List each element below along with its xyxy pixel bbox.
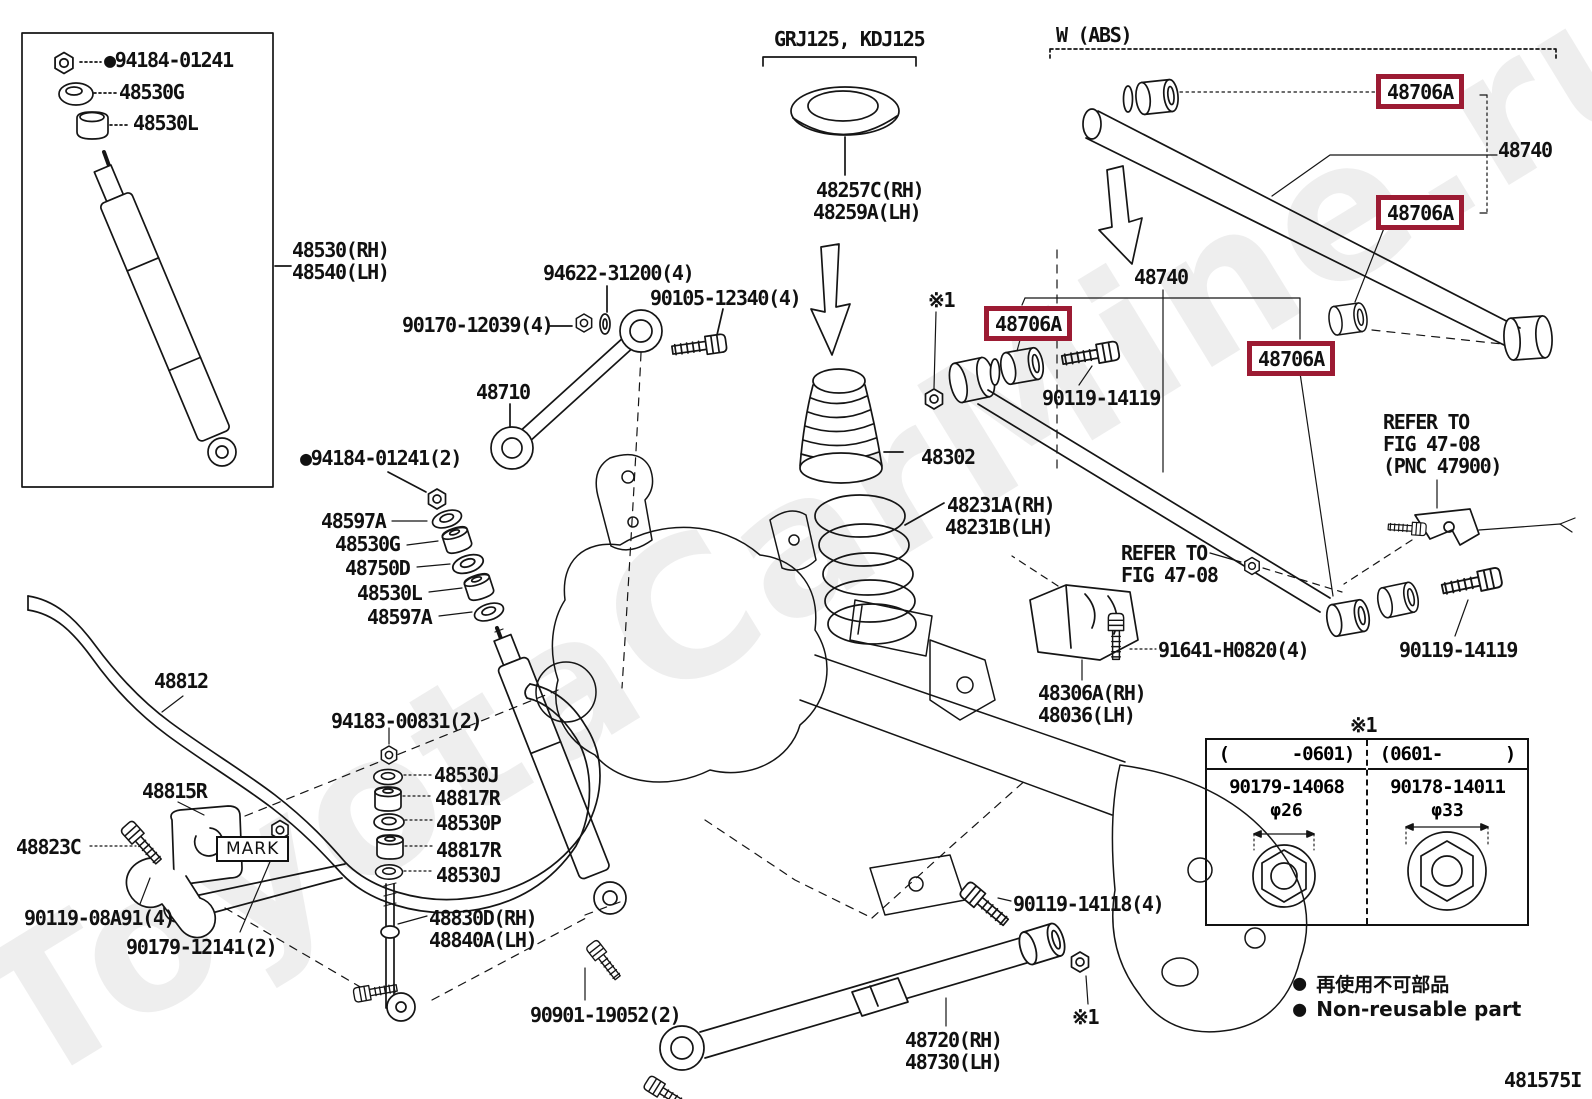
label-48817R-upper: 48817R xyxy=(435,786,501,810)
label-48530L-box: 48530L xyxy=(133,111,199,135)
label-90179-12141: 90179-12141(2) xyxy=(126,935,278,959)
table-part-90179-14068: 90179-14068 xyxy=(1229,776,1345,798)
down-arrow-center xyxy=(810,243,851,356)
label-48730-lh: 48730(LH) xyxy=(905,1050,1003,1074)
label-48817R-lower: 48817R xyxy=(436,838,502,862)
table-dia-26: φ26 xyxy=(1270,800,1303,821)
label-note1-top: ※1 xyxy=(928,288,956,312)
label-48530G: 48530G xyxy=(335,532,401,556)
label-48840A-lh: 48840A(LH) xyxy=(429,928,538,952)
label-48812: 48812 xyxy=(154,669,209,693)
label-48740: 48740 xyxy=(1134,265,1189,289)
label-48720-rh: 48720(RH) xyxy=(905,1028,1003,1052)
label-90105-12340: 90105-12340(4) xyxy=(650,286,802,310)
label-48259A-lh: 48259A(LH) xyxy=(813,200,922,224)
label-48530P: 48530P xyxy=(436,811,502,835)
lateral-rod-48740 xyxy=(924,289,1504,639)
label-90901-19052: 90901-19052(2) xyxy=(530,1003,682,1027)
label-48597A-upper: 48597A xyxy=(321,509,387,533)
label-90119-08A91: 90119-08A91(4) xyxy=(24,906,176,930)
label-48257C-rh: 48257C(RH) xyxy=(816,178,925,202)
down-arrow-abs xyxy=(1098,165,1143,265)
label-90170-12039: 90170-12039(4) xyxy=(402,313,554,337)
label-48530J-upper: 48530J xyxy=(434,763,500,787)
legend-bullet-icon: ● xyxy=(1293,996,1307,1022)
label-48306A-rh: 48306A(RH) xyxy=(1038,681,1147,705)
table-nut-drawings xyxy=(1252,823,1489,911)
label-94184-01241-2: ●94184-01241(2) xyxy=(300,446,462,470)
legend-bullet-icon: ● xyxy=(1293,970,1307,996)
label-48036-lh: 48036(LH) xyxy=(1038,703,1136,727)
highlighted-part-48706A-3[interactable]: 48706A xyxy=(984,306,1073,341)
label-refer-fig-pnc: REFER TO FIG 47-08 (PNC 47900) xyxy=(1383,410,1502,478)
bump-stop-48302 xyxy=(799,368,904,484)
label-48231A-rh: 48231A(RH) xyxy=(947,493,1056,517)
label-90119-14118: 90119-14118(4) xyxy=(1013,892,1165,916)
legend-non-reusable: ● 再使用不可部品 ● Non-reusable part xyxy=(1293,970,1521,1022)
label-94183-00831: 94183-00831(2) xyxy=(331,709,483,733)
highlighted-part-48706A-4[interactable]: 48706A xyxy=(1247,341,1336,376)
label-48530J-lower: 48530J xyxy=(436,863,502,887)
label-48597A-lower: 48597A xyxy=(367,605,433,629)
highlighted-part-48706A-1[interactable]: 48706A xyxy=(1376,74,1465,109)
label-model-note: GRJ125, KDJ125 xyxy=(774,27,926,51)
label-94184-01241: ●94184-01241 xyxy=(104,48,234,72)
label-91641-H0820: 91641-H0820(4) xyxy=(1158,638,1310,662)
label-90119-14119-lower: 90119-14119 xyxy=(1399,638,1518,662)
stabilizer-bar-48812 xyxy=(27,595,601,1001)
label-90119-14119-upper: 90119-14119 xyxy=(1042,386,1161,410)
table-header-after-0601: (0601- ) xyxy=(1368,740,1527,770)
label-refer-fig: REFER TO FIG 47-08 xyxy=(1121,541,1219,587)
coil-spring-48231 xyxy=(814,494,945,645)
lateral-rod-abs-48740 xyxy=(1049,48,1557,471)
table-col-after-0601: (0601- ) 90178-14011 φ33 xyxy=(1366,740,1527,924)
label-48710: 48710 xyxy=(476,380,531,404)
stabilizer-link-48830D xyxy=(352,727,434,1022)
legend-text-jp: 再使用不可部品 xyxy=(1316,973,1450,996)
axle-housing xyxy=(535,453,1308,1033)
figure-code: 481575I xyxy=(1504,1068,1582,1092)
label-48302: 48302 xyxy=(921,445,976,469)
label-48231B-lh: 48231B(LH) xyxy=(945,515,1054,539)
upper-control-arm-48710 xyxy=(490,285,729,689)
spring-seat-grj xyxy=(762,56,917,176)
table-dia-33: φ33 xyxy=(1431,800,1464,821)
label-48530L: 48530L xyxy=(357,581,423,605)
label-48740-abs: 48740 xyxy=(1498,138,1553,162)
label-48540-lh: 48540(LH) xyxy=(292,260,390,284)
middle-shock-absorber-stack xyxy=(387,471,627,1001)
label-note1-table: ※1 xyxy=(1350,713,1378,737)
refer-fig-parts xyxy=(1011,479,1576,681)
label-abs-note: W (ABS) xyxy=(1056,23,1132,47)
label-note1-bottom: ※1 xyxy=(1072,1005,1100,1029)
trailing-arm-48720 xyxy=(584,879,1090,1099)
legend-text-en: Non-reusable part xyxy=(1316,997,1522,1021)
table-header-before-0601: ( -0601) xyxy=(1207,740,1366,770)
highlighted-part-48706A-2[interactable]: 48706A xyxy=(1376,195,1465,230)
label-48815R: 48815R xyxy=(142,779,208,803)
label-48750D: 48750D xyxy=(345,556,411,580)
table-part-90178-14011: 90178-14011 xyxy=(1390,776,1506,798)
label-48823C: 48823C xyxy=(16,835,82,859)
mark-box: MARK xyxy=(216,836,290,862)
inset-box-shock-absorber xyxy=(21,32,292,488)
label-48830D-rh: 48830D(RH) xyxy=(429,906,538,930)
table-col-before-0601: ( -0601) 90179-14068 φ26 xyxy=(1207,740,1366,924)
label-94622-31200: 94622-31200(4) xyxy=(543,261,695,285)
label-48530-rh: 48530(RH) xyxy=(292,238,390,262)
label-48530G-box: 48530G xyxy=(119,80,185,104)
